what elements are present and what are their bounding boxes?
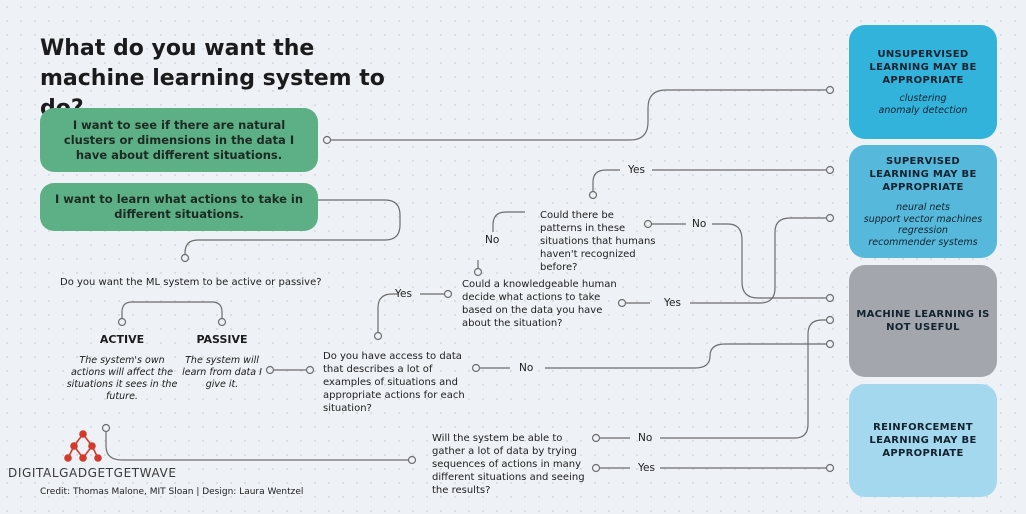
wire-clusters-to-unsupervised — [327, 89, 830, 141]
node-dot — [825, 85, 835, 95]
node-dot — [217, 317, 227, 327]
outcome-reinforcement[interactable]: REINFORCEMENT LEARNING MAY BE APPROPRIAT… — [849, 384, 997, 497]
wire-patterns-no-2 — [712, 223, 830, 299]
choice-active-label[interactable]: ACTIVE — [99, 333, 145, 346]
answer-no-gather: No — [638, 432, 653, 444]
answer-yes-patterns: Yes — [628, 164, 645, 176]
node-dot — [101, 423, 111, 433]
choice-passive-desc: The system will learn from data I give i… — [182, 355, 262, 390]
wire-actions-to-question — [184, 199, 401, 258]
outcome-unsupervised-title: UNSUPERVISED LEARNING MAY BE APPROPRIATE — [869, 49, 977, 86]
answer-no-patterns: No — [485, 234, 500, 246]
node-dot — [591, 433, 601, 443]
node-dot — [305, 365, 315, 375]
wire-gather-no-2 — [660, 319, 830, 439]
node-dot — [643, 219, 653, 229]
answer-no-patterns-right: No — [692, 218, 707, 230]
node-dot — [825, 293, 835, 303]
node-dot — [407, 455, 417, 465]
outcome-unsupervised[interactable]: UNSUPERVISED LEARNING MAY BE APPROPRIATE… — [849, 25, 997, 139]
question-human-decide: Could a knowledgeable human decide what … — [462, 279, 617, 329]
wire-no-patterns-up — [492, 211, 525, 232]
node-dot — [825, 165, 835, 175]
outcome-not-useful[interactable]: MACHINE LEARNING IS NOT USEFUL — [849, 265, 997, 377]
node-dot — [473, 267, 483, 277]
node-dot — [265, 365, 275, 375]
node-dot — [180, 253, 190, 263]
node-dot — [471, 363, 481, 373]
outcome-supervised[interactable]: SUPERVISED LEARNING MAY BE APPROPRIATE n… — [849, 145, 997, 258]
node-dot — [322, 135, 332, 145]
node-dot — [617, 298, 627, 308]
goal-actions-box[interactable]: I want to learn what actions to take in … — [40, 183, 318, 231]
node-dot — [117, 317, 127, 327]
wire-patterns-yes-1 — [592, 169, 620, 195]
node-dot — [588, 190, 598, 200]
outcome-supervised-title: SUPERVISED LEARNING MAY BE APPROPRIATE — [869, 156, 977, 193]
choice-passive-label[interactable]: PASSIVE — [196, 333, 248, 346]
node-dot — [373, 331, 383, 341]
node-dot — [825, 213, 835, 223]
watermark-logo-icon — [64, 430, 102, 462]
node-dot — [825, 315, 835, 325]
wire-active-to-gather — [105, 428, 412, 461]
choice-active-desc: The system's own actions will affect the… — [66, 355, 178, 402]
question-active-passive: Do you want the ML system to be active o… — [60, 277, 322, 288]
question-access-data: Do you have access to data that describe… — [323, 351, 465, 414]
goal-clusters-box[interactable]: I want to see if there are natural clust… — [40, 108, 318, 172]
outcome-not-useful-title: MACHINE LEARNING IS NOT USEFUL — [856, 309, 990, 333]
node-dot — [443, 289, 453, 299]
question-patterns: Could there be patterns in these situati… — [540, 210, 656, 273]
answer-no-access: No — [519, 362, 534, 374]
answer-yes-access: Yes — [395, 288, 412, 300]
outcome-unsupervised-items: clustering anomaly detection — [878, 93, 968, 116]
outcome-reinforcement-title: REINFORCEMENT LEARNING MAY BE APPROPRIAT… — [869, 422, 977, 459]
wire-active-passive-bracket — [121, 301, 223, 322]
credit-line: Credit: Thomas Malone, MIT Sloan | Desig… — [40, 487, 304, 497]
wire-human-yes-2 — [690, 217, 830, 304]
watermark-text: DIGITALGADGETGETWAVE — [8, 466, 177, 480]
question-gather-data: Will the system be able to gather a lot … — [432, 433, 585, 496]
outcome-supervised-items: neural nets support vector machines regr… — [863, 202, 983, 248]
node-dot — [825, 463, 835, 473]
answer-yes-gather: Yes — [638, 462, 655, 474]
wire-access-yes — [377, 293, 398, 336]
node-dot — [591, 463, 601, 473]
node-dot — [825, 339, 835, 349]
wire-access-no-2 — [545, 343, 830, 369]
page-title: What do you want the machine learning sy… — [40, 36, 385, 121]
answer-yes-human: Yes — [664, 297, 681, 309]
